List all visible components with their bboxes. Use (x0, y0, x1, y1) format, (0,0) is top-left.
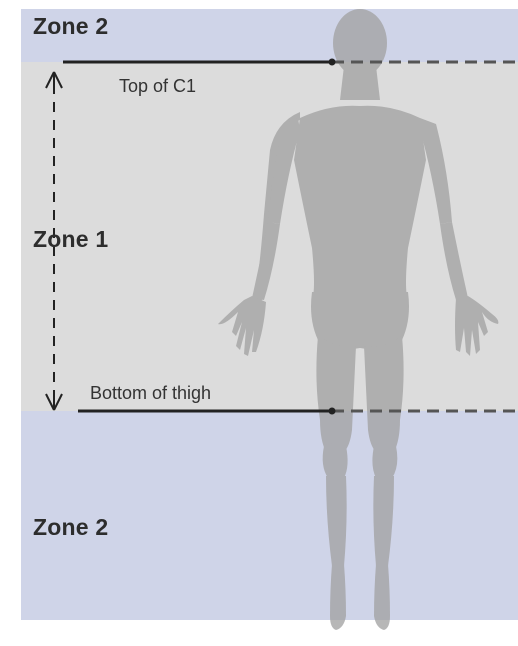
right-forearm (440, 222, 468, 300)
left-hand (218, 296, 266, 356)
right-knee (372, 443, 397, 478)
bottom-of-thigh-label: Bottom of thigh (90, 383, 211, 404)
neck (340, 66, 380, 100)
zone-2-top-label: Zone 2 (33, 13, 108, 40)
left-shin (326, 476, 347, 566)
left-thigh (316, 336, 356, 452)
left-foot (330, 564, 346, 630)
left-knee (323, 443, 348, 478)
human-silhouette (218, 9, 498, 630)
right-hand (455, 296, 498, 356)
top-of-c1-marker-dot (329, 59, 336, 66)
right-upper-arm (420, 118, 452, 224)
top-of-c1-label: Top of C1 (119, 76, 196, 97)
right-shin (373, 476, 394, 566)
right-thigh (364, 336, 404, 452)
bottom-of-thigh-marker-dot (329, 408, 336, 415)
right-foot (374, 564, 390, 630)
zone-2-bottom-label: Zone 2 (33, 514, 108, 541)
torso (294, 106, 426, 300)
zone-1-label: Zone 1 (33, 226, 108, 253)
left-forearm (252, 222, 280, 300)
